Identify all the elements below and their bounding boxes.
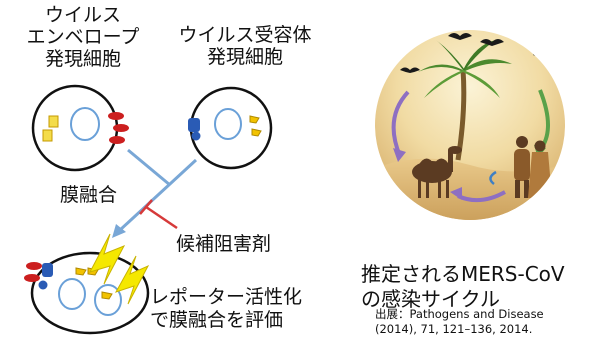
receptor-cell-label: ウイルス受容体 発現細胞: [165, 24, 325, 68]
source-citation-line: 出展：Pathogens and Disease: [375, 307, 544, 321]
yellow-reporter-block: [48, 115, 59, 128]
receptor-cell-label-line: 発現細胞: [206, 46, 283, 68]
mers-cycle-illustration: [375, 30, 565, 220]
cell-nucleus: [94, 284, 122, 316]
envelope-cell-label-line: エンベロープ: [26, 26, 140, 48]
membrane-fusion-label: 膜融合: [60, 184, 118, 206]
fused-cell: [24, 233, 150, 335]
mers-cycle-caption-line: 推定されるMERS-CoV: [361, 262, 565, 286]
inhibitor-symbol: [139, 199, 178, 230]
yellow-reporter-block: [42, 129, 53, 142]
envelope-expressing-cell: [31, 84, 129, 172]
cell-nucleus: [70, 107, 100, 141]
camel-icon: [412, 146, 462, 198]
reporter-evaluation-label: レポーター活性化 で膜融合を評価: [150, 286, 302, 332]
arrow-head: [112, 224, 126, 238]
cycle-arrow: [391, 90, 410, 157]
source-citation-line: (2014), 71, 121–136, 2014.: [375, 322, 533, 336]
arrow-line: [127, 148, 171, 187]
mers-cycle-caption-line: の感染サイクル: [361, 287, 500, 311]
receptor-expressing-cell: [188, 86, 273, 170]
human-transmission-arrow: [555, 170, 563, 185]
arrow-line: [118, 158, 198, 232]
receptor-protein-icon: [38, 263, 53, 290]
envelope-cell-label-line: ウイルス: [44, 4, 121, 26]
fusion-arrows: [112, 148, 198, 238]
cell-membrane: [30, 251, 150, 335]
cycle-arrow-head: [393, 148, 406, 162]
candidate-inhibitor-label: 候補阻害剤: [176, 233, 272, 255]
human-transmission-arrow: [489, 170, 497, 185]
cell-membrane: [189, 86, 273, 170]
reporter-evaluation-label-line: で膜融合を評価: [150, 309, 284, 331]
envelope-protein-icon: [24, 262, 42, 282]
cell-nucleus: [58, 278, 86, 310]
source-citation: 出展：Pathogens and Disease (2014), 71, 121…: [375, 307, 544, 337]
reporter-evaluation-label-line: レポーター活性化: [150, 286, 303, 308]
cell-nucleus: [214, 108, 242, 140]
receptor-cell-label-line: ウイルス受容体: [178, 24, 312, 46]
cell-membrane: [31, 84, 119, 172]
mers-cycle-caption: 推定されるMERS-CoV の感染サイクル: [361, 262, 565, 312]
cycle-arrow-head: [450, 187, 462, 200]
receptor-protein-icon: [188, 118, 201, 141]
envelope-protein-icon: [108, 112, 129, 144]
yellow-reporter-block: [249, 115, 262, 137]
envelope-cell-label-line: 発現細胞: [44, 48, 121, 70]
envelope-cell-label: ウイルス エンベロープ 発現細胞: [18, 4, 148, 70]
lightning-icon: [89, 233, 150, 305]
